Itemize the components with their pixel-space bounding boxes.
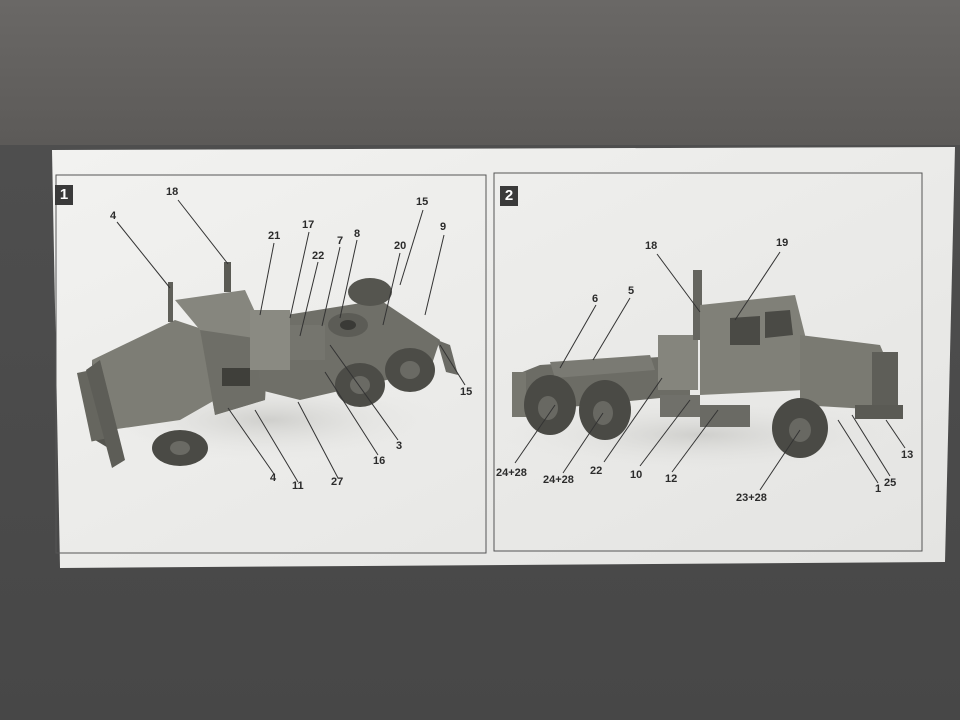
callout-23-28: 23+28 bbox=[736, 492, 767, 504]
callout-11: 11 bbox=[292, 480, 304, 492]
callout-25: 25 bbox=[884, 477, 897, 489]
callout-21: 21 bbox=[268, 230, 281, 242]
background-wall bbox=[0, 0, 960, 145]
callout-6: 6 bbox=[592, 293, 599, 305]
callout-17: 17 bbox=[302, 219, 315, 231]
callout-12: 12 bbox=[665, 473, 678, 485]
panel-1-number: 1 bbox=[55, 185, 73, 205]
callout-15: 15 bbox=[416, 196, 429, 208]
callout-5: 5 bbox=[628, 285, 635, 297]
leader-lines-1 bbox=[116, 199, 466, 483]
truck-photo-1 bbox=[76, 262, 458, 468]
panel-2-number: 2 bbox=[500, 186, 518, 206]
callout-22-p2: 22 bbox=[590, 465, 603, 477]
callout-24-28-a: 24+28 bbox=[496, 467, 527, 479]
callout-18: 18 bbox=[166, 186, 179, 198]
callout-24-28-b: 24+28 bbox=[543, 474, 574, 486]
callout-20: 20 bbox=[394, 240, 407, 252]
callout-4: 4 bbox=[110, 210, 117, 222]
callout-4-b: 4 bbox=[270, 472, 277, 484]
callout-1: 1 bbox=[875, 483, 882, 495]
panel-2-frame bbox=[493, 172, 923, 552]
callout-18-p2: 18 bbox=[645, 240, 658, 252]
callout-9: 9 bbox=[440, 221, 447, 233]
callout-15-b: 15 bbox=[460, 386, 473, 398]
callout-13: 13 bbox=[901, 449, 914, 461]
leader-lines-2 bbox=[514, 251, 906, 491]
callout-8: 8 bbox=[354, 228, 361, 240]
panel-1-frame bbox=[55, 174, 487, 554]
callout-7: 7 bbox=[337, 235, 344, 247]
callout-16: 16 bbox=[373, 455, 386, 467]
callout-27: 27 bbox=[331, 476, 344, 488]
callout-22: 22 bbox=[312, 250, 325, 262]
callout-10: 10 bbox=[630, 469, 643, 481]
callout-3: 3 bbox=[396, 440, 403, 452]
callout-19: 19 bbox=[776, 237, 789, 249]
